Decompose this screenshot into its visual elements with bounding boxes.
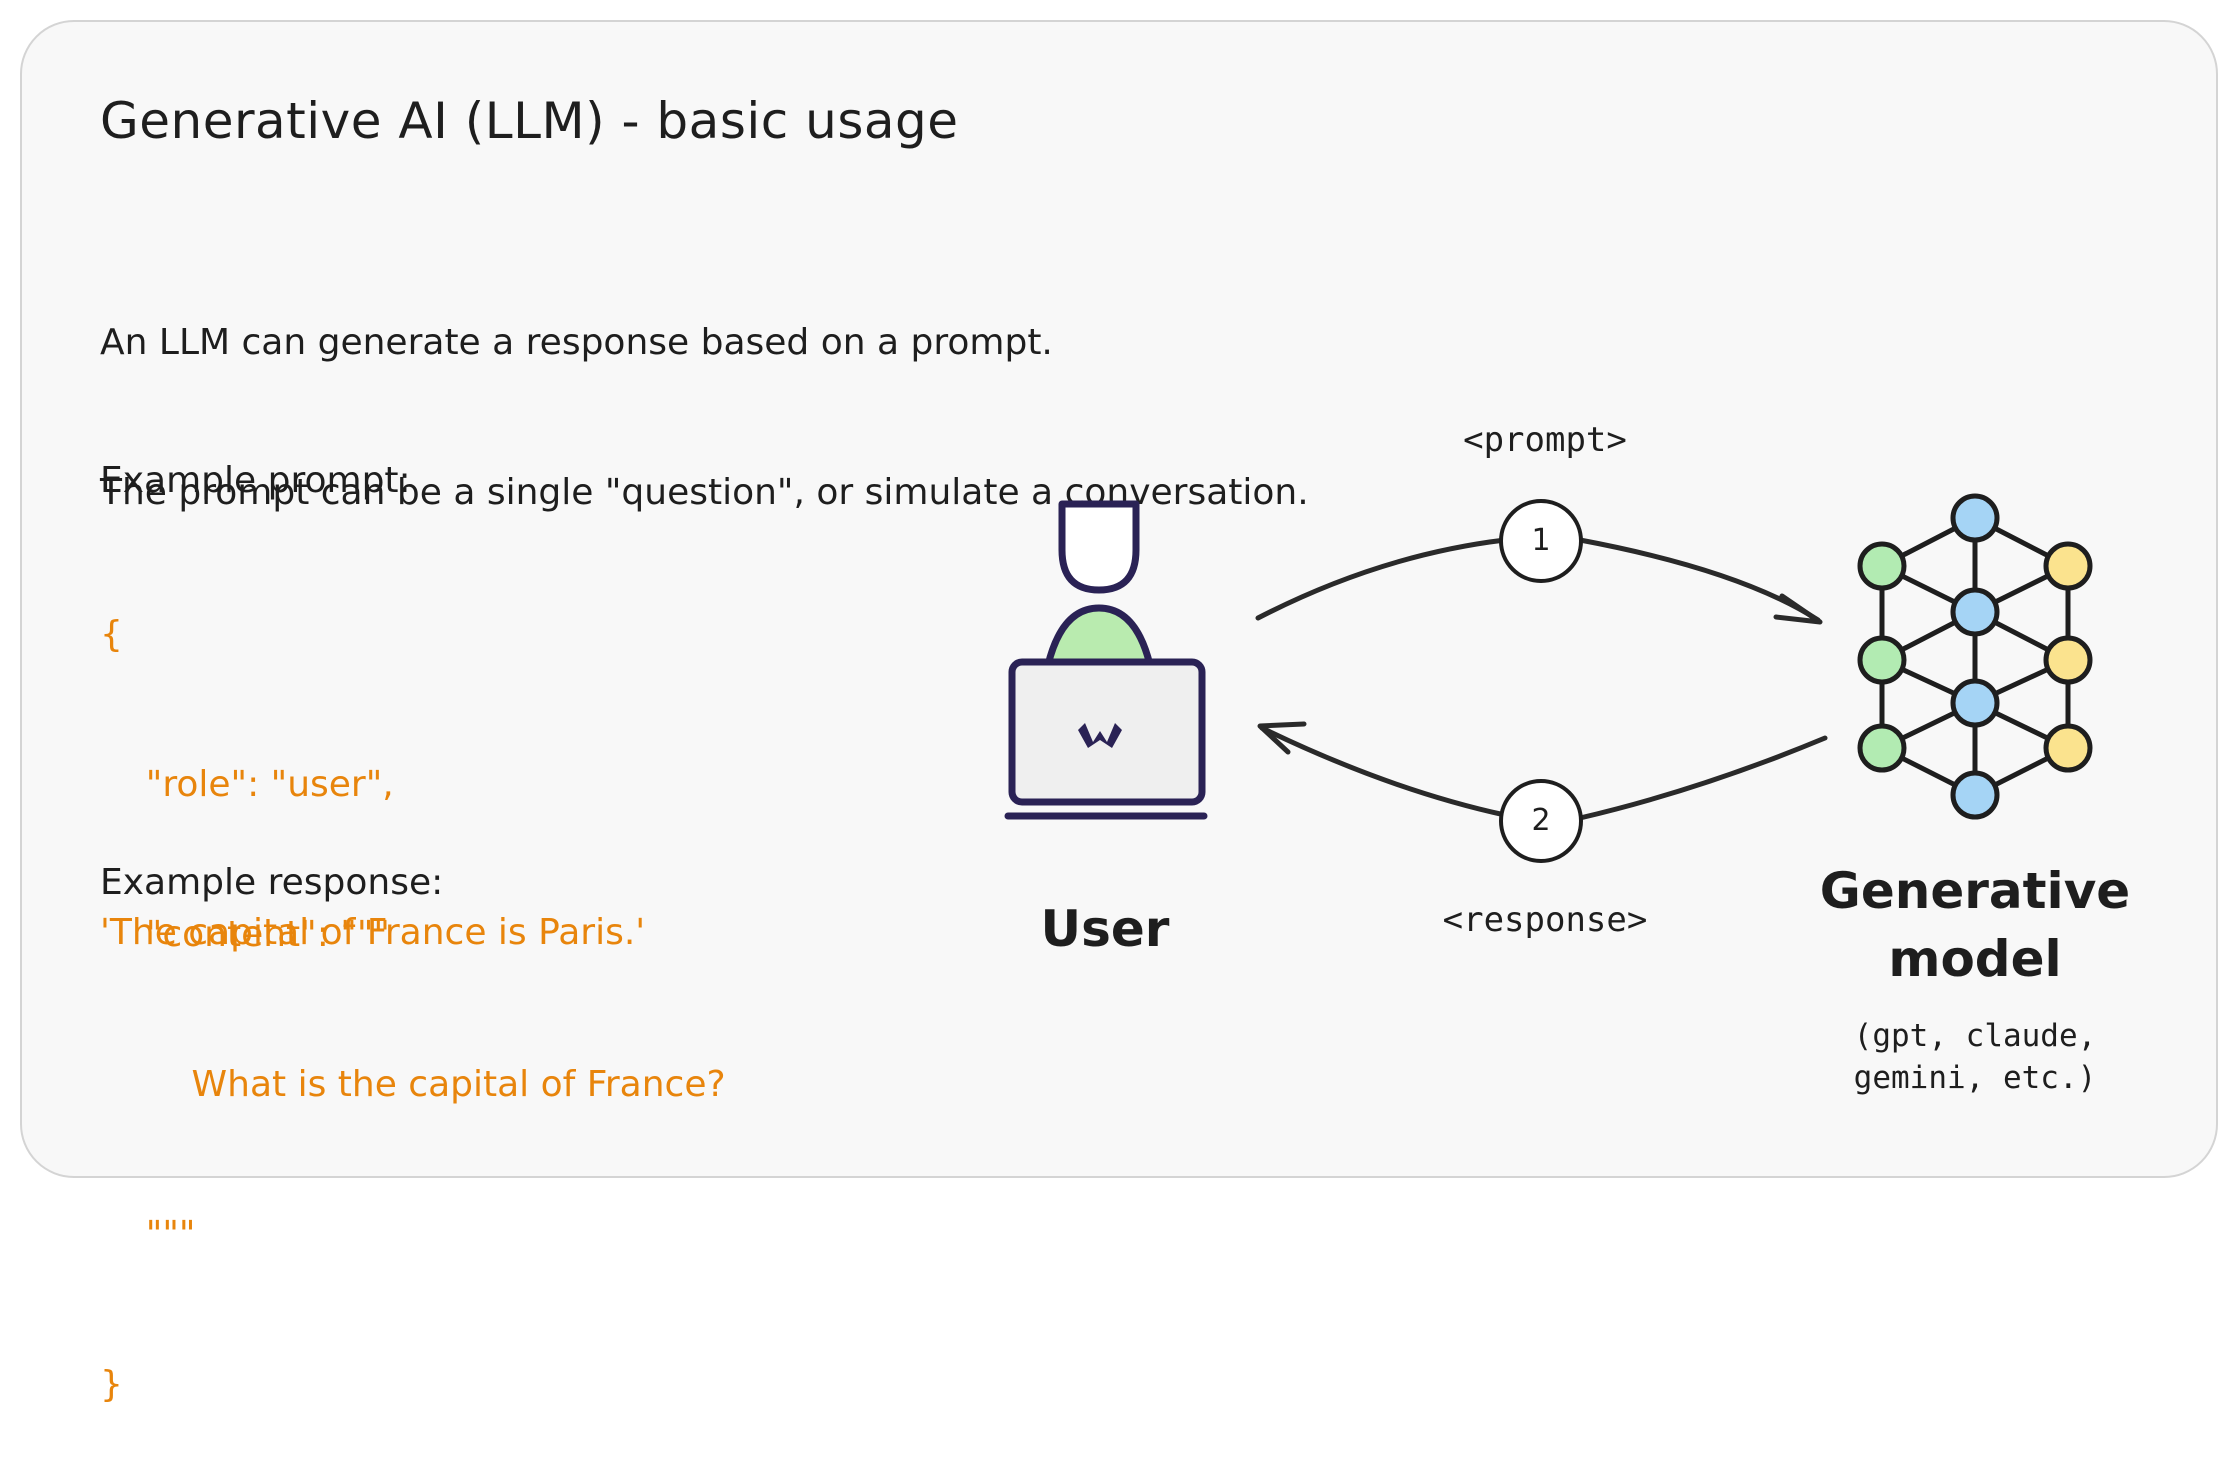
example-response-value: 'The capital of France is Paris.' [100, 912, 646, 953]
code-line-1: { [100, 614, 123, 655]
code-line-2: "role": "user", [100, 764, 394, 805]
diagram-card [20, 20, 2218, 1178]
prompt-arrow [1255, 537, 1823, 625]
step-2-marker [1499, 779, 1583, 863]
page-title: Generative AI (LLM) - basic usage [100, 92, 959, 150]
neural-network-icon [1857, 493, 2093, 820]
example-response-label: Example response: [100, 862, 444, 903]
user-label: User [1040, 900, 1170, 958]
response-tag: <response> [1442, 900, 1648, 940]
prompt-tag: <prompt> [1463, 420, 1627, 460]
description-line-1: An LLM can generate a response based on … [100, 322, 1053, 363]
model-examples-line-1: (gpt, claude, [1853, 1018, 2097, 1054]
description: An LLM can generate a response based on … [100, 218, 1309, 568]
step-2-number: 2 [1531, 803, 1551, 838]
description-line-2: The prompt can be a single "question", o… [100, 472, 1309, 513]
model-examples-line-2: gemini, etc.) [1853, 1060, 2097, 1096]
code-line-3: "content": """ [100, 914, 390, 955]
logo-icon [1078, 723, 1122, 748]
response-arrow [1257, 721, 1828, 821]
user-icon [1004, 500, 1208, 820]
model-label-line-1: Generative [1819, 862, 2131, 920]
code-line-4: What is the capital of France? [100, 1064, 726, 1105]
step-1-marker [1499, 499, 1583, 583]
flow-diagram [1004, 493, 2093, 863]
step-1-number: 1 [1531, 523, 1551, 558]
code-line-5: """ [100, 1214, 196, 1255]
example-prompt-label: Example prompt: [100, 460, 411, 501]
code-line-6: } [100, 1364, 123, 1405]
model-label-line-2: model [1888, 930, 2062, 988]
